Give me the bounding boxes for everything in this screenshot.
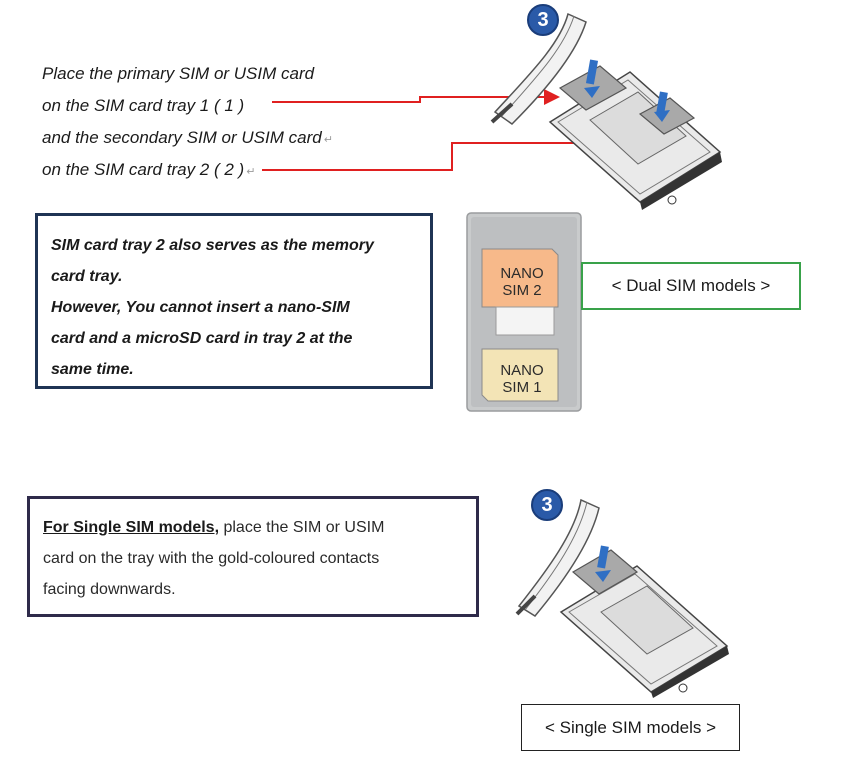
- slot-1-label: NANO SIM 1: [500, 362, 544, 396]
- step-3-badge: 3: [527, 4, 559, 36]
- arrow-to-tray-2: [262, 135, 642, 171]
- instruction-line-1: Place the primary SIM or USIM card: [42, 64, 315, 83]
- instruction-line-4: on the SIM card tray 2 ( 2 )↵: [42, 160, 256, 179]
- single-sim-lead: For Single SIM models,: [43, 519, 220, 536]
- step-3-badge-single: 3: [531, 489, 563, 521]
- dual-sim-tray-illustration: [490, 12, 722, 210]
- arrow-to-tray-1: [272, 89, 560, 105]
- slot-2-label: NANO SIM 2: [500, 265, 544, 299]
- tray2-note-box: SIM card tray 2 also serves as the memor…: [35, 213, 433, 389]
- tray-front-view: [466, 212, 582, 412]
- instruction-line-3: and the secondary SIM or USIM card↵: [42, 128, 333, 147]
- single-sim-instruction-box: For Single SIM models, place the SIM or …: [27, 496, 479, 617]
- single-sim-tray-illustration: [515, 498, 729, 698]
- dual-sim-models-label: < Dual SIM models >: [581, 262, 801, 310]
- instruction-line-2: on the SIM card tray 1 ( 1 ): [42, 96, 245, 115]
- single-sim-models-label: < Single SIM models >: [521, 704, 740, 751]
